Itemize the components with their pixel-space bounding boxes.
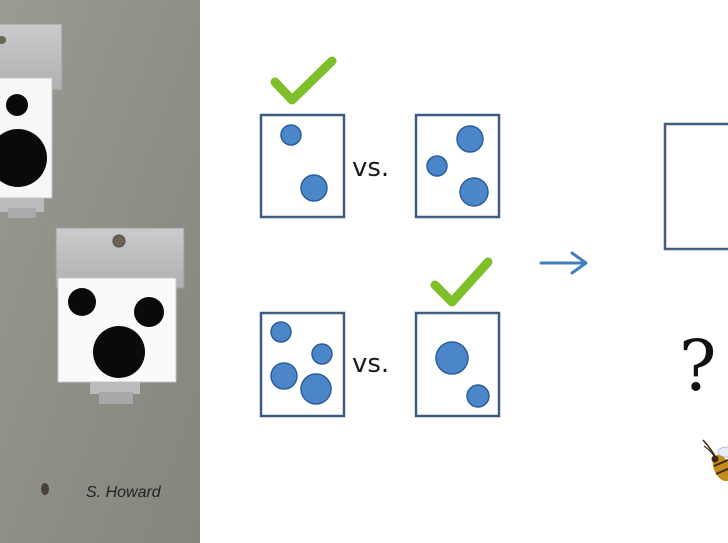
checkmark-icon [270,56,337,105]
photo-credit: S. Howard [86,484,162,501]
photo-panel: S. Howard [0,0,200,543]
vs-label: vs. [352,349,389,379]
arrow-right-icon [539,251,588,275]
training-pair-bottom: vs. [259,257,501,418]
stimulus-dot [0,129,47,187]
card-feeder-tube [8,208,36,218]
stimulus-card-upper [0,23,63,218]
blue-dot [311,343,333,365]
bee-on-wall [41,483,49,495]
hanger-screw [0,36,6,44]
test-panel: ? [663,122,728,482]
stimulus-dot [93,326,145,378]
vs-label: vs. [352,153,389,183]
card-feeder-ledge [90,382,140,394]
blue-dot [426,155,448,177]
blue-dot [459,177,489,207]
blue-dot [435,341,469,375]
stimulus-card-correct [259,113,346,219]
training-pair-top: vs. [259,56,501,219]
card-feeder-tube [99,392,133,404]
stimulus-dot [6,94,28,116]
stimulus-dot [68,288,96,316]
stimulus-card-lower [55,227,185,404]
bee-icon [702,439,728,482]
checkmark-icon [430,257,493,307]
blue-dot [270,321,292,343]
empty-test-card [663,122,728,251]
stimulus-dot [134,297,164,327]
question-mark: ? [679,325,717,407]
blue-dot [270,362,298,390]
hanger-screw [112,234,126,248]
blue-dot [280,124,302,146]
blue-dot [300,373,332,405]
blue-dot [456,125,484,153]
blue-dot [300,174,328,202]
blue-dot [466,384,490,408]
